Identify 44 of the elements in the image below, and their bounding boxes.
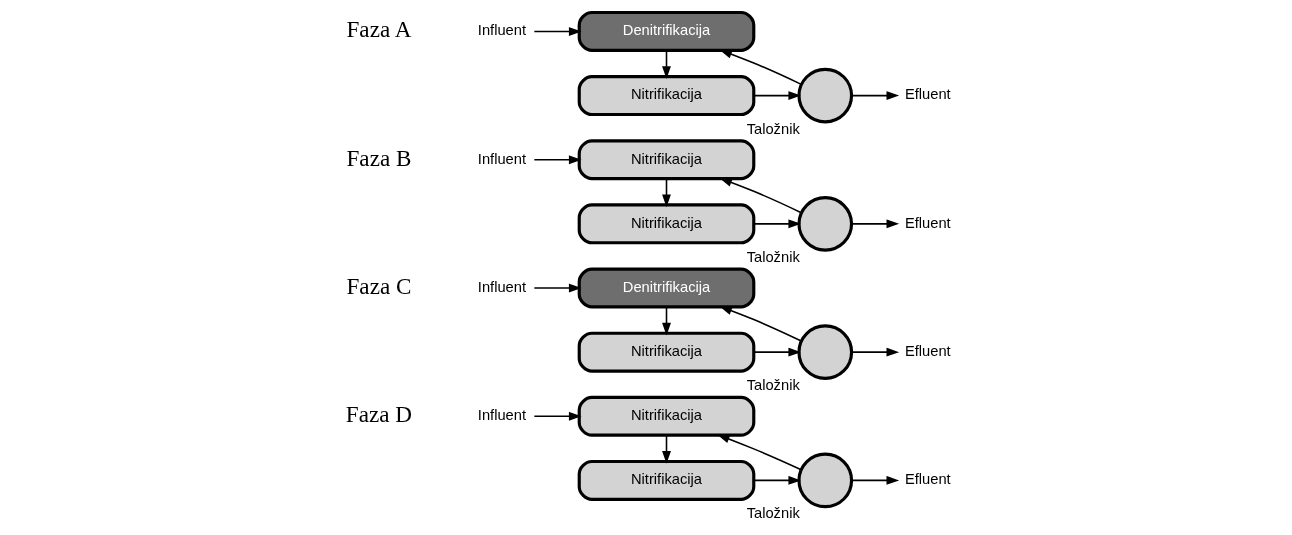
- arrow: [850, 91, 900, 101]
- node-box: Nitrifikacija: [577, 459, 756, 501]
- node-label: Taložnik: [746, 248, 800, 265]
- node-box: Nitrifikacija: [577, 395, 756, 437]
- arrow: [533, 283, 582, 293]
- arrow: [850, 219, 900, 229]
- arrow: [719, 177, 803, 214]
- node-circle: [797, 452, 854, 509]
- arrow: [753, 476, 802, 485]
- node-box: Nitrifikacija: [577, 331, 756, 373]
- node-box: Denitrifikacija: [577, 267, 756, 309]
- node-circle: [797, 324, 854, 380]
- arrow: [719, 49, 803, 86]
- node-label: Taložnik: [746, 377, 800, 394]
- node-circle: [797, 196, 854, 252]
- arrow: [533, 155, 582, 165]
- arrow: [753, 347, 802, 357]
- arrow: [753, 219, 802, 229]
- arrow: [850, 347, 900, 357]
- label: Faza A: [346, 16, 412, 43]
- label: Faza D: [345, 401, 413, 428]
- node-text: Influent: [477, 278, 527, 295]
- node-circle: [797, 67, 854, 124]
- arrow: [719, 306, 803, 342]
- node-box: Nitrifikacija: [577, 75, 756, 117]
- label: Faza B: [346, 144, 412, 171]
- node-label: Taložnik: [746, 120, 800, 137]
- node-text: Influent: [477, 407, 527, 424]
- node-box: Nitrifikacija: [577, 203, 756, 245]
- label: Faza C: [346, 272, 412, 299]
- node-text: Efluent: [904, 214, 951, 231]
- node-text: Influent: [477, 150, 527, 167]
- arrow: [850, 476, 900, 485]
- node-text: Efluent: [904, 343, 951, 360]
- node-label: Taložnik: [746, 505, 800, 522]
- node-box: Denitrifikacija: [577, 10, 756, 52]
- node-text: Efluent: [904, 471, 951, 488]
- arrow: [753, 91, 802, 101]
- node-box: Nitrifikacija: [577, 139, 756, 181]
- arrow: [717, 434, 802, 471]
- node-text: Efluent: [904, 86, 951, 103]
- arrow: [533, 27, 582, 36]
- arrow: [533, 411, 582, 421]
- node-text: Influent: [477, 22, 527, 39]
